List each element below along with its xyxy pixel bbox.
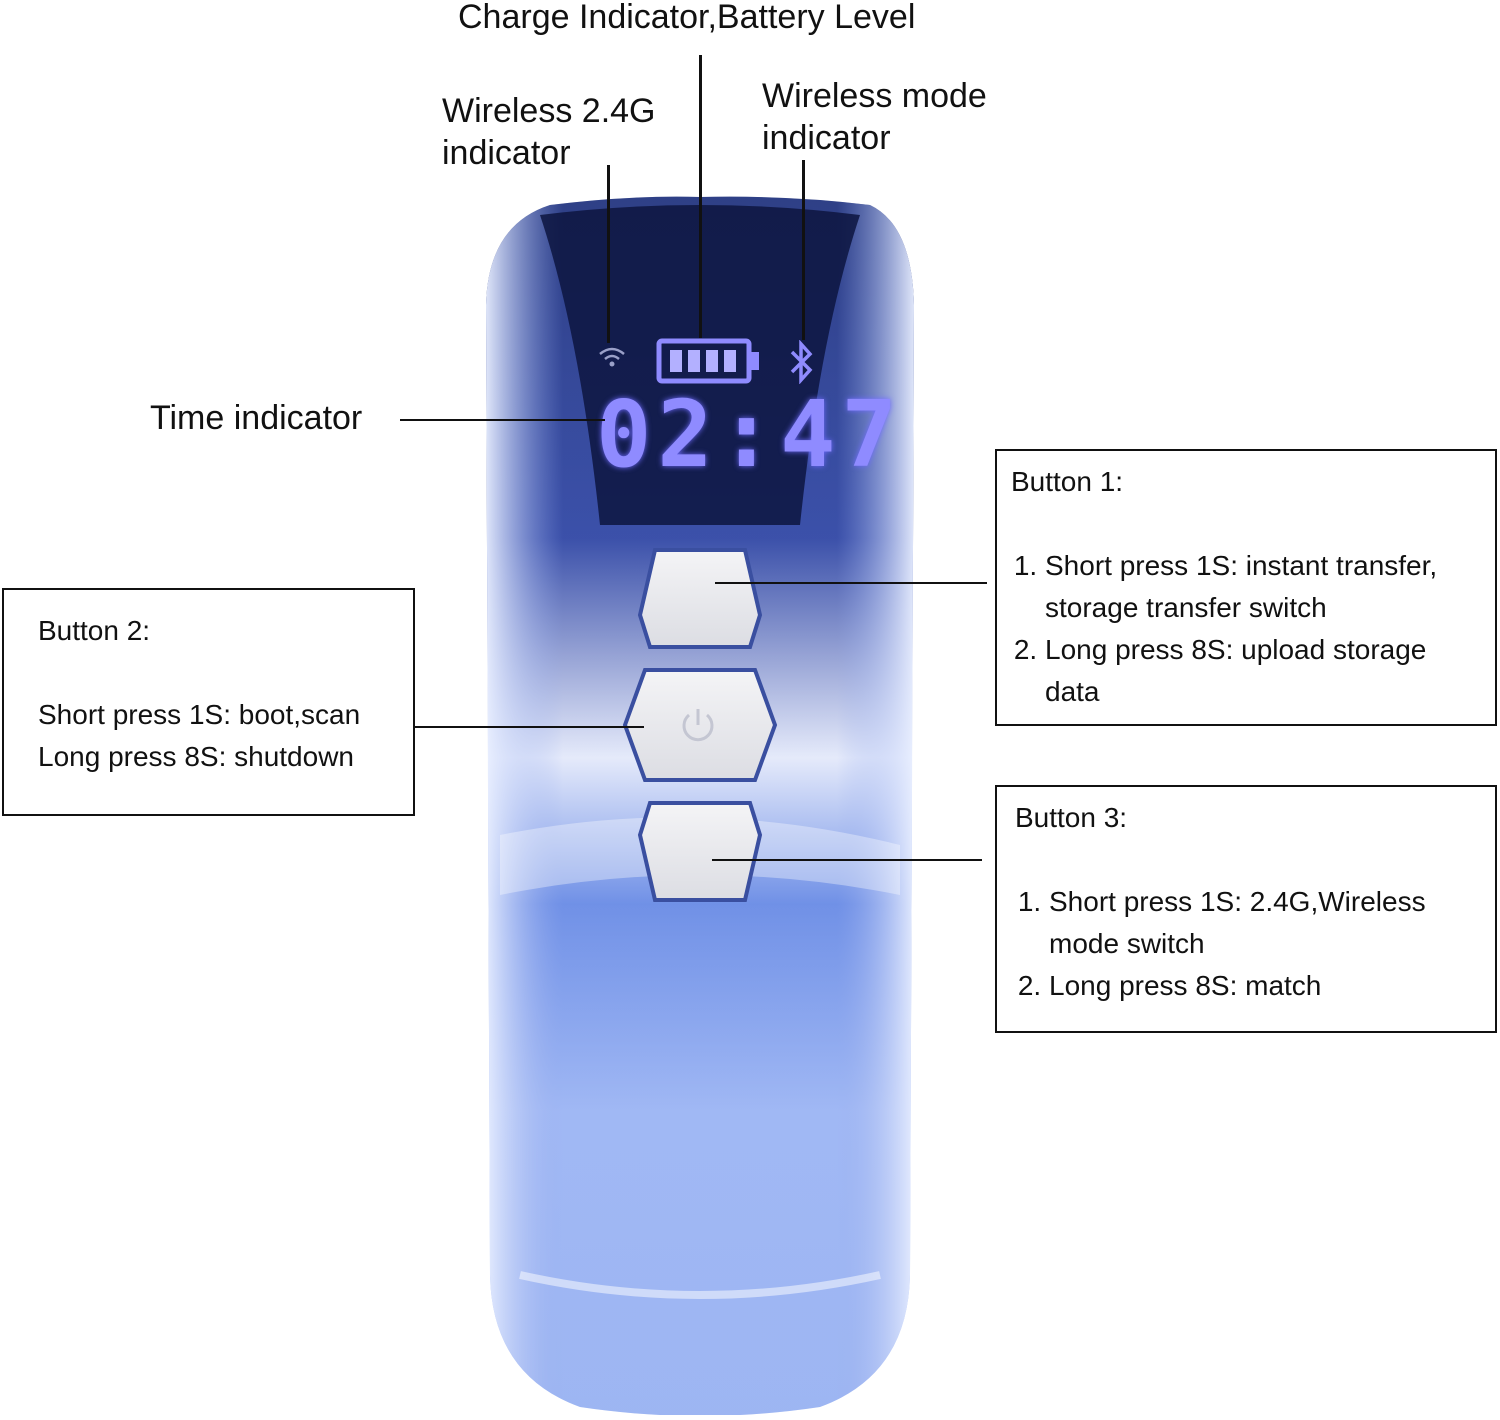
wireless-mode-label-line2: indicator [762, 119, 891, 157]
button1-callout: Button 1: Short press 1S: instant transf… [995, 449, 1497, 726]
wireless-24g-label-line2: indicator [442, 134, 571, 172]
wifi-icon [599, 347, 625, 367]
button1-item-1: Short press 1S: instant transfer, storag… [1045, 545, 1481, 629]
time-leader-line [400, 419, 605, 421]
button3-title: Button 3: [1015, 802, 1128, 833]
button-1[interactable] [637, 548, 763, 649]
wireless-mode-label-line1: Wireless mode [762, 77, 987, 115]
button3-list: Short press 1S: 2.4G,Wireless mode switc… [1015, 881, 1477, 1007]
button-2[interactable] [622, 668, 778, 782]
button2-callout: Button 2: Short press 1S: boot,scan Long… [2, 588, 415, 816]
button1-leader-line [715, 582, 987, 584]
button1-title: Button 1: [1011, 466, 1124, 497]
button3-item-1: Short press 1S: 2.4G,Wireless mode switc… [1049, 881, 1477, 965]
wireless-mode-leader-line [802, 160, 805, 340]
scanner-device [480, 195, 920, 1415]
battery-icon [656, 338, 759, 384]
time-indicator-label: Time indicator [150, 399, 363, 437]
button2-line-2: Long press 8S: shutdown [38, 741, 354, 772]
button3-leader-line [712, 859, 982, 861]
button1-list: Short press 1S: instant transfer, storag… [1011, 545, 1481, 713]
button2-leader-line [414, 726, 644, 728]
wireless-24g-label-line1: Wireless 2.4G [442, 92, 656, 130]
power-icon [682, 709, 714, 742]
device-body [486, 196, 914, 1415]
button3-item-2: Long press 8S: match [1049, 965, 1477, 1007]
charge-indicator-label: Charge Indicator,Battery Level [458, 0, 916, 36]
button2-title: Button 2: [38, 615, 151, 646]
button2-line-1: Short press 1S: boot,scan [38, 699, 361, 730]
time-display: 02:47 [596, 381, 903, 488]
button1-item-2: Long press 8S: upload storage data [1045, 629, 1481, 713]
wireless24g-leader-line [607, 165, 610, 343]
charge-leader-line [699, 55, 702, 338]
button-3[interactable] [637, 801, 763, 902]
button3-callout: Button 3: Short press 1S: 2.4G,Wireless … [995, 785, 1497, 1033]
bluetooth-icon [790, 340, 813, 384]
